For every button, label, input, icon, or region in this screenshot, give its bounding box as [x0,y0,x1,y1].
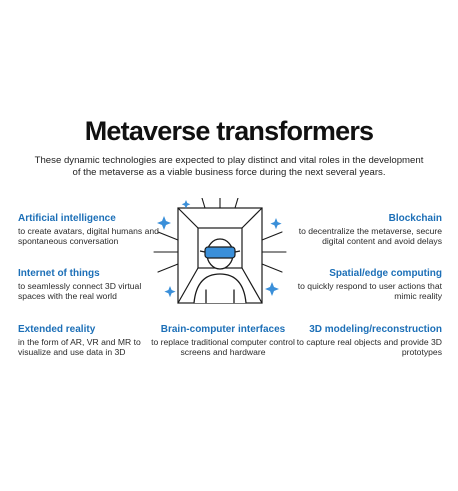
item-brain-computer-interfaces: Brain-computer interfaces to replace tra… [150,324,296,358]
item-description: to quickly respond to user actions that … [297,281,442,302]
sparkle-icons [157,200,282,298]
radiating-lines-icon [153,198,287,273]
item-description: to seamlessly connect 3D virtual spaces … [18,281,142,302]
item-heading: Brain-computer interfaces [160,324,286,335]
item-internet-of-things: Internet of things to seamlessly connect… [18,268,168,302]
item-description: to capture real objects and provide 3D p… [296,337,442,358]
item-spatial-edge-computing: Spatial/edge computing to quickly respon… [292,268,442,302]
item-heading: Artificial intelligence [18,213,116,224]
page-title: Metaverse transformers [84,116,374,146]
vr-person-illustration [153,198,287,304]
item-heading: Internet of things [18,268,100,279]
item-extended-reality: Extended reality in the form of AR, VR a… [18,324,168,358]
item-heading: 3D modeling/reconstruction [309,324,442,335]
item-description: to replace traditional computer control … [151,337,295,358]
item-blockchain: Blockchain to decentralize the metaverse… [292,213,442,247]
item-heading: Spatial/edge computing [329,268,442,279]
item-heading: Blockchain [388,213,442,224]
item-artificial-intelligence: Artificial intelligence to create avatar… [18,213,168,247]
item-description: to create avatars, digital humans and sp… [18,226,159,247]
item-description: to decentralize the metaverse, secure di… [298,226,442,247]
page-subtitle: These dynamic technologies are expected … [34,155,424,178]
item-description: in the form of AR, VR and MR to visualiz… [18,337,141,358]
item-heading: Extended reality [18,324,96,335]
vr-headset-icon [199,246,241,259]
item-3d-modeling-reconstruction: 3D modeling/reconstruction to capture re… [292,324,442,358]
